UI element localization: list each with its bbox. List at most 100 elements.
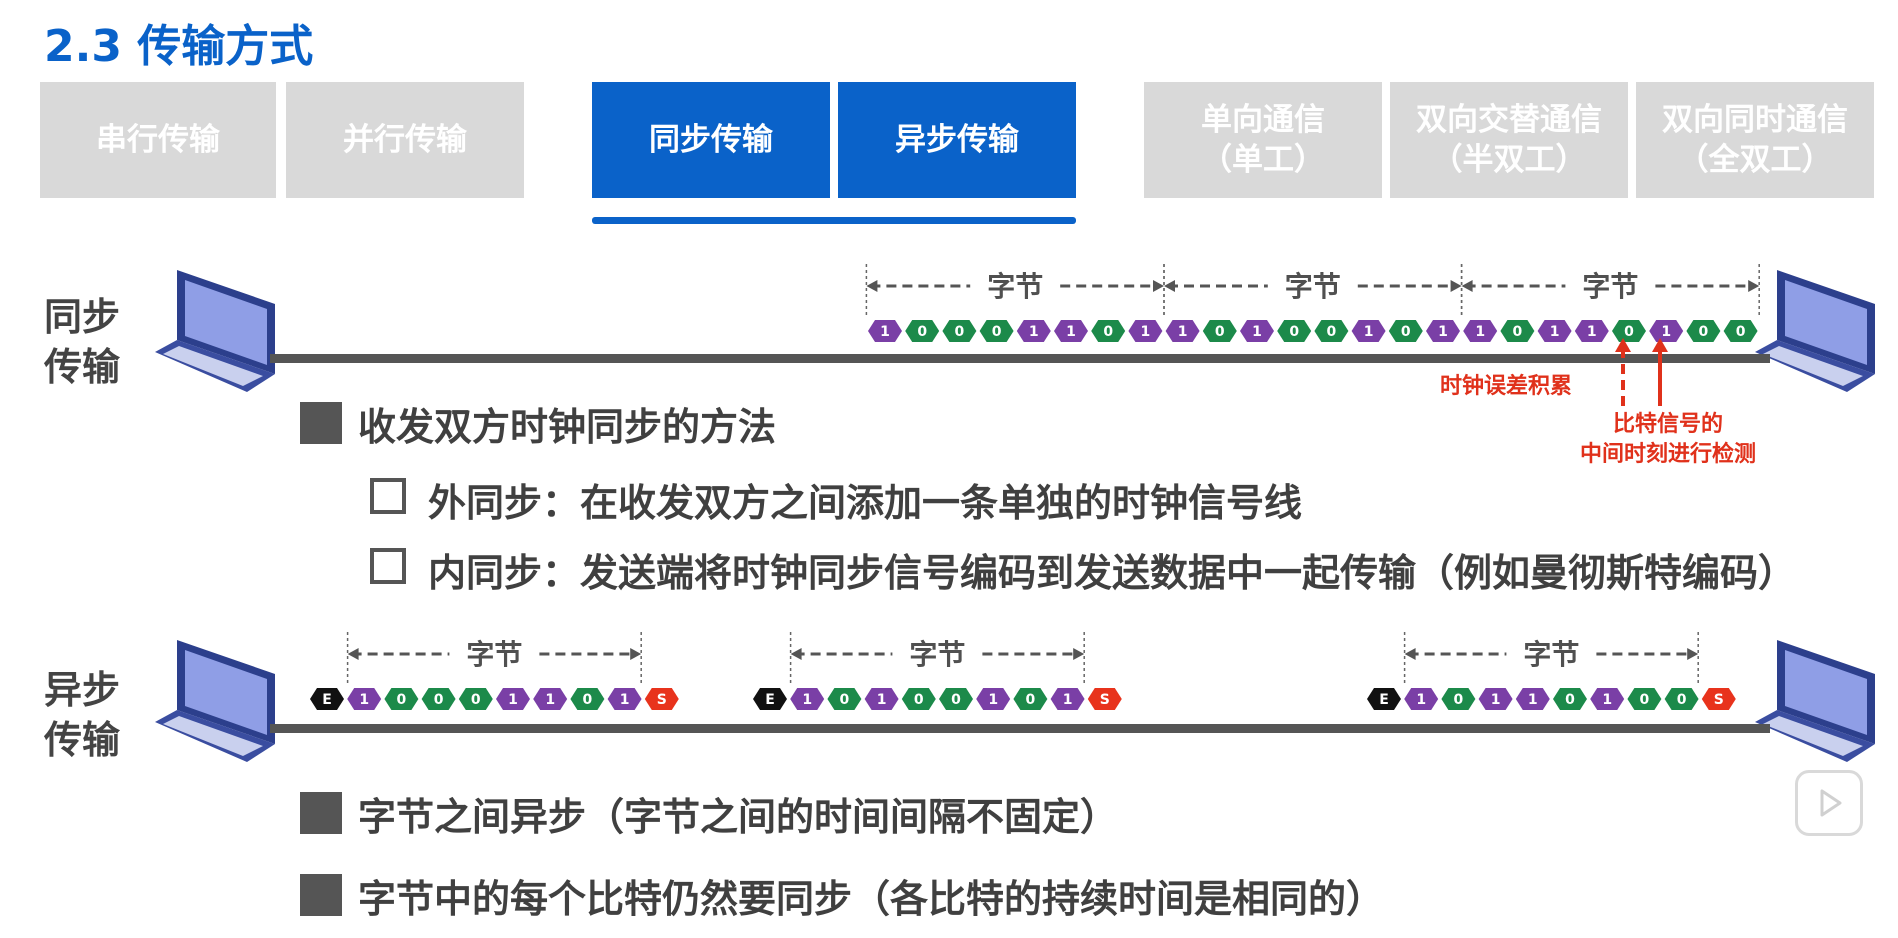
bit-label: 0 [1699, 324, 1709, 340]
bit-label: 0 [1736, 324, 1746, 340]
detect-label-line: 比特信号的 [1612, 412, 1723, 437]
byte-bracket: 字节 [1460, 264, 1760, 316]
external-sync-text: 外同步：在收发双方之间添加一条单独的时钟信号线 [428, 481, 1303, 525]
bit-label: 0 [1401, 324, 1411, 340]
bit-cell: 0 [979, 320, 1014, 342]
bit-cell: 1 [533, 688, 568, 710]
bullet-square [300, 402, 342, 444]
byte-label: 字节 [1582, 270, 1638, 303]
bit-cell: 0 [901, 688, 936, 710]
bit-cell: 0 [1013, 688, 1048, 710]
bit-cell: 0 [1091, 320, 1126, 342]
tab-sync[interactable]: 同步传输 [592, 82, 830, 198]
bit-cell: 1 [1351, 320, 1386, 342]
bit-cell: 1 [868, 320, 902, 342]
bit-label: 1 [1550, 324, 1560, 340]
tab-serial[interactable]: 串行传输 [40, 82, 276, 198]
bit-label: 1 [1528, 692, 1538, 708]
tab-simplex[interactable]: 单向通信 （单工） [1144, 82, 1382, 198]
tab-full-duplex[interactable]: 双向同时通信 （全双工） [1636, 82, 1874, 198]
bit-cell: 0 [1612, 320, 1646, 342]
bit-cell: 1 [1537, 320, 1572, 342]
bit-cell: 0 [458, 688, 493, 710]
bit-cell: 0 [384, 688, 419, 710]
bit-cell: 1 [1240, 320, 1274, 342]
bit-label: E [765, 692, 775, 708]
bit-label: 0 [1103, 324, 1113, 340]
byte-label: 字节 [1285, 270, 1341, 303]
bit-label: 0 [1026, 692, 1036, 708]
bit-cell: 1 [1649, 320, 1684, 342]
frame-marker: E [310, 688, 344, 710]
bit-cell: 0 [421, 688, 456, 710]
bit-cell: 0 [1388, 320, 1423, 342]
detect-label: 比特信号的 中间时刻进行检测 [1568, 410, 1768, 470]
bit-label: 0 [1327, 324, 1337, 340]
laptop-icon [155, 640, 275, 762]
bit-cell: 1 [1016, 320, 1051, 342]
bit-cell: 0 [942, 320, 977, 342]
laptop-icon [1755, 640, 1875, 762]
tab-label: 并行传输 [343, 122, 467, 158]
bit-label: 0 [1677, 692, 1687, 708]
tab-parallel[interactable]: 并行传输 [286, 82, 524, 198]
frame-marker: E [753, 688, 787, 710]
bit-cell: 1 [790, 688, 825, 710]
bit-cell: 0 [939, 688, 973, 710]
bit-cell: 1 [1050, 688, 1085, 710]
bit-label: 0 [951, 692, 961, 708]
internal-sync-text: 内同步：发送端将时钟同步信号编码到发送数据中一起传输（例如曼彻斯特编码） [428, 551, 1797, 595]
bit-label: 0 [583, 692, 593, 708]
bullet-square [300, 792, 342, 834]
bit-label: 0 [397, 692, 407, 708]
bit-cell: 0 [570, 688, 605, 710]
checkbox[interactable] [370, 478, 406, 514]
byte-label: 字节 [909, 638, 965, 671]
bit-label: 1 [1438, 324, 1448, 340]
bit-label: 0 [914, 692, 924, 708]
bit-label: 1 [1587, 324, 1597, 340]
bit-cell: 0 [1553, 688, 1587, 710]
bit-cell: 1 [1574, 320, 1609, 342]
bit-cell: 1 [976, 688, 1011, 710]
tab-label: 双向同时通信 （全双工） [1662, 102, 1848, 178]
bit-cell: 0 [1441, 688, 1476, 710]
byte-label: 字节 [1523, 638, 1579, 671]
bit-label: 0 [1565, 692, 1575, 708]
bit-cell: 1 [1515, 688, 1550, 710]
side-label-line: 同步 [44, 295, 121, 339]
sync-transmission-line [270, 354, 1770, 363]
bit-cell: 1 [607, 688, 642, 710]
bit-label: 1 [877, 692, 887, 708]
async-side-label: 异步 传输 [44, 665, 120, 765]
bit-label: 0 [917, 324, 927, 340]
bit-cell: 1 [1128, 320, 1163, 342]
bit-cell: 1 [1165, 320, 1200, 342]
clock-error-label: 时钟误差积累 [1440, 374, 1573, 399]
tab-async[interactable]: 异步传输 [838, 82, 1076, 198]
tab-half-duplex[interactable]: 双向交替通信 （半双工） [1390, 82, 1628, 198]
bit-label: 1 [1602, 692, 1612, 708]
bit-label: S [657, 692, 667, 708]
side-label-line: 传输 [44, 345, 121, 389]
bit-cell: 0 [1664, 688, 1699, 710]
side-label-line: 传输 [44, 718, 121, 762]
bit-label: 1 [1416, 692, 1426, 708]
play-icon [1820, 789, 1842, 817]
bit-cell: 0 [1202, 320, 1237, 342]
bit-label: 1 [1029, 324, 1039, 340]
play-button[interactable] [1795, 770, 1863, 836]
bit-label: 0 [1454, 692, 1464, 708]
bit-label: 0 [471, 692, 481, 708]
byte-label: 字节 [466, 638, 522, 671]
async-transmission-line [270, 724, 1770, 733]
checkbox[interactable] [370, 548, 406, 584]
bit-cell: 0 [1500, 320, 1535, 342]
bit-label: 1 [1178, 324, 1188, 340]
bit-cell: 0 [827, 688, 862, 710]
async-point-1: 字节之间异步（字节之间的时间间隔不固定） [358, 795, 1119, 839]
